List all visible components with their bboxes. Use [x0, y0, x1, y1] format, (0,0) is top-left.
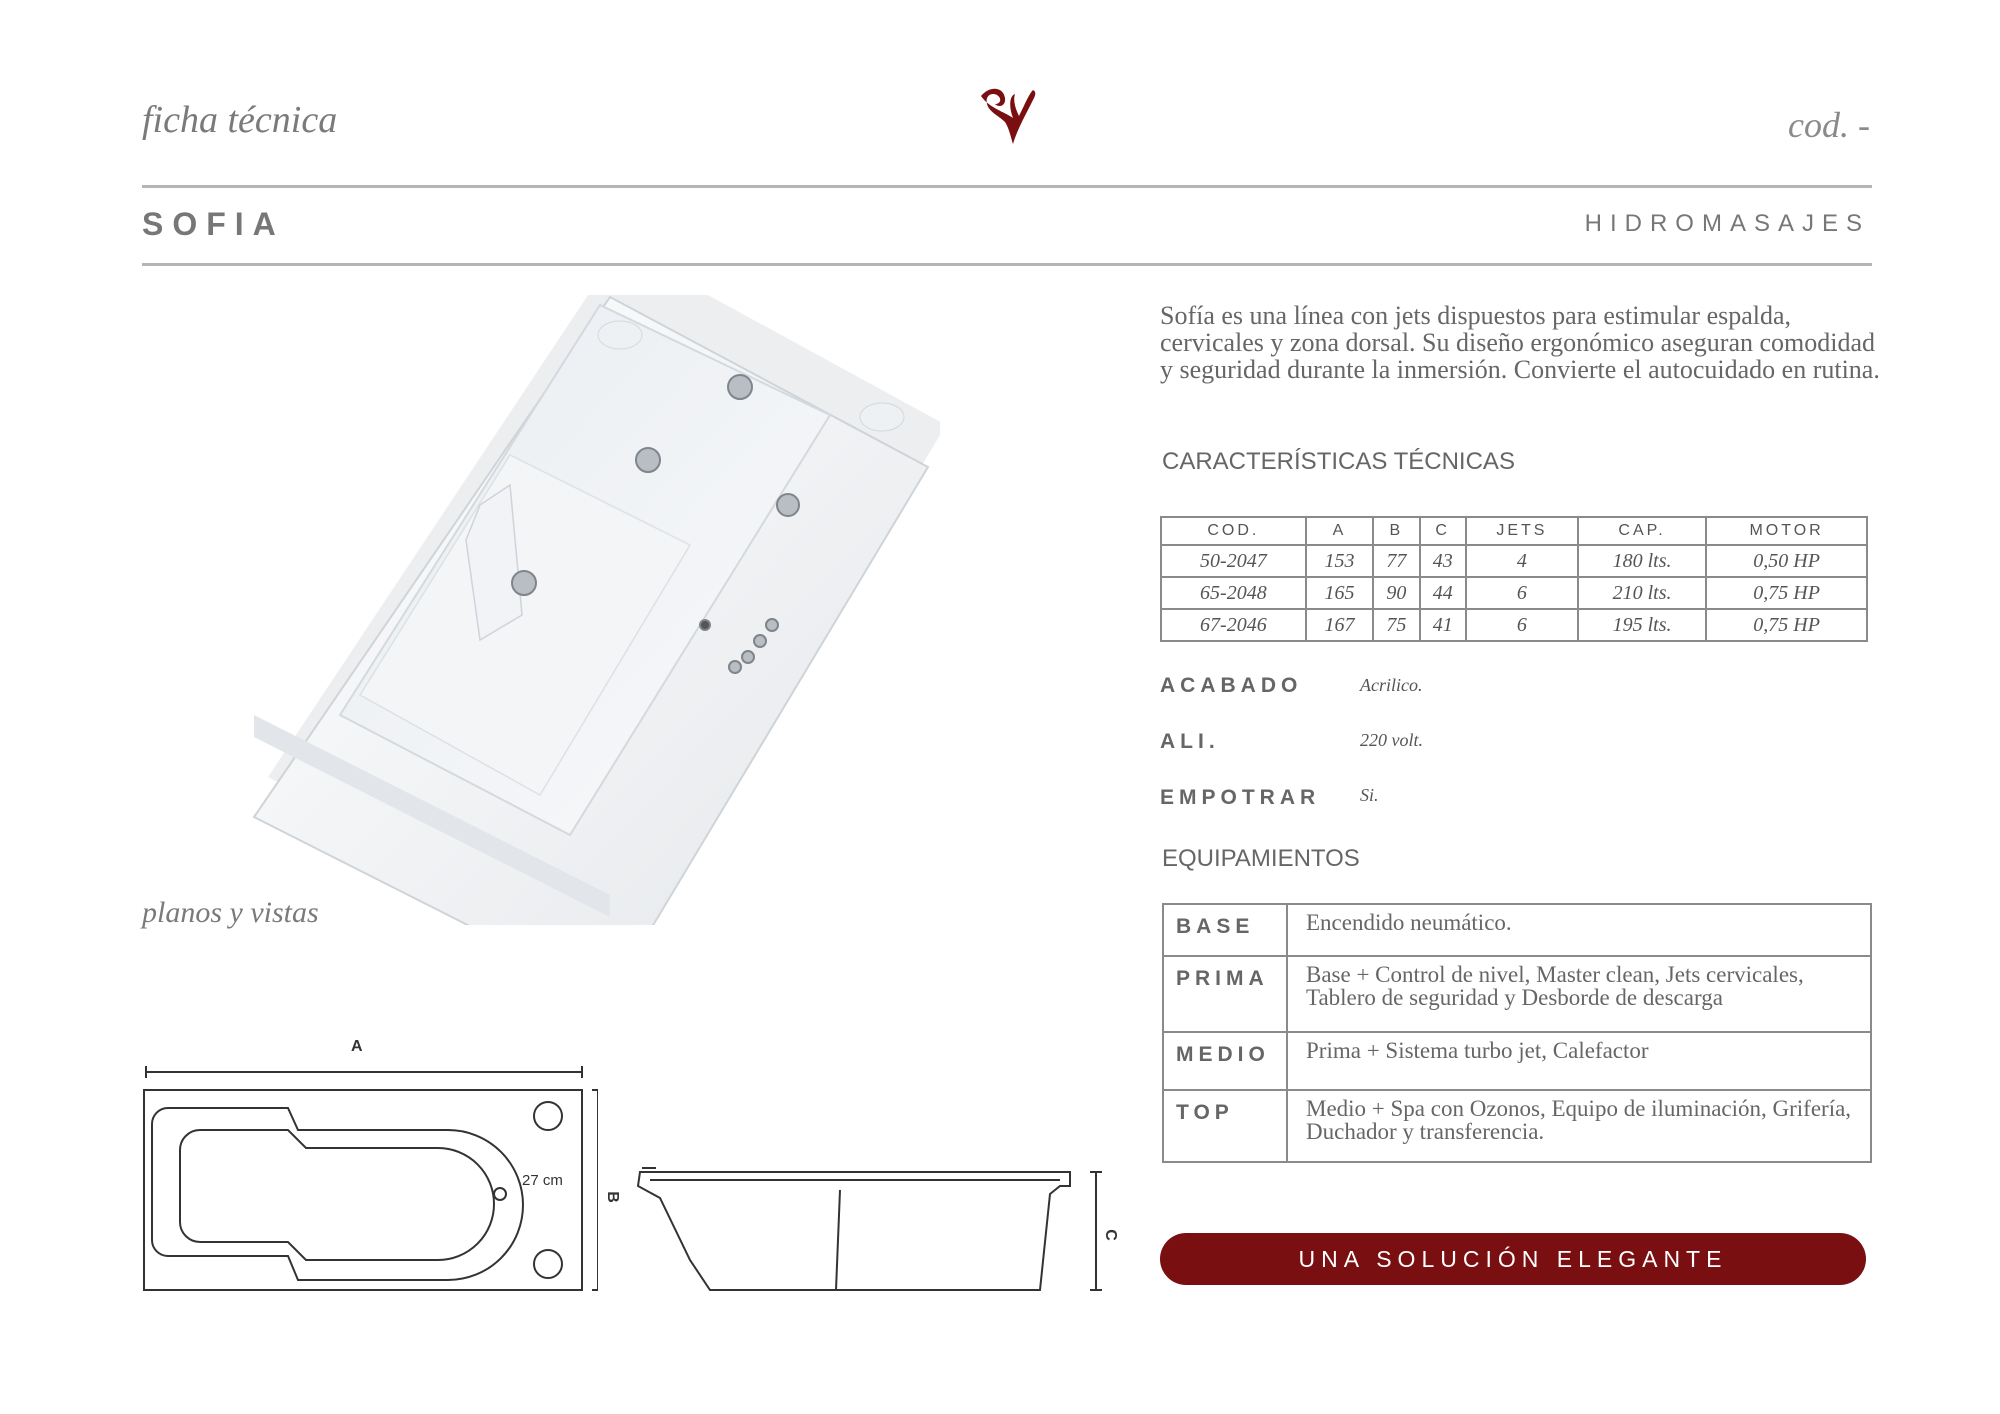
equipment-row-top: TOP Medio + Spa con Ozonos, Equipo de il… [1162, 1089, 1872, 1163]
table-cell: 0,75 HP [1705, 608, 1868, 642]
table-cell: 0,50 HP [1705, 544, 1868, 578]
ali-label: ALI. [1160, 730, 1220, 753]
table-cell: 4 [1464, 544, 1579, 578]
acabado-value: Acrilico. [1360, 675, 1423, 695]
table-cell: 44 [1418, 576, 1467, 610]
tech-section-title: CARACTERÍSTICAS TÉCNICAS [1162, 448, 1515, 475]
empotrar-value: Si. [1360, 785, 1379, 805]
acabado-label: ACABADO [1160, 674, 1303, 697]
brand-monogram-icon [981, 88, 1036, 144]
plan-side-view-drawing [636, 1167, 1102, 1291]
ali-value: 220 volt. [1360, 730, 1423, 750]
bathtub-product-photo [252, 295, 940, 925]
equipment-level-desc: Prima + Sistema turbo jet, Calefactor [1286, 1031, 1872, 1091]
equipment-section-title: EQUIPAMIENTOS [1162, 845, 1360, 872]
table-cell: 77 [1372, 544, 1421, 578]
equipment-table: BASE Encendido neumático. PRIMA Base + C… [1162, 903, 1872, 1163]
spec-table-header: COD. A B C JETS CAP. MOTOR [1160, 516, 1868, 546]
table-cell: 6 [1464, 576, 1579, 610]
table-cell: 65-2048 [1160, 576, 1307, 610]
equipment-row-medio: MEDIO Prima + Sistema turbo jet, Calefac… [1162, 1031, 1872, 1091]
empotrar-label: EMPOTRAR [1160, 786, 1321, 809]
plan-top-view-drawing [143, 1066, 598, 1291]
title-divider [142, 263, 1872, 266]
equipment-row-prima: PRIMA Base + Control de nivel, Master cl… [1162, 955, 1872, 1033]
table-cell: 153 [1304, 544, 1375, 578]
product-category: HIDROMASAJES [1584, 210, 1870, 237]
column-header: CAP. [1576, 516, 1708, 546]
table-row: 65-2048 165 90 44 6 210 lts. 0,75 HP [1160, 576, 1868, 610]
table-cell: 50-2047 [1160, 544, 1307, 578]
table-cell: 90 [1372, 576, 1421, 610]
table-cell: 167 [1304, 608, 1375, 642]
product-name: SOFIA [142, 206, 285, 242]
product-code-label: cod. - [1788, 105, 1870, 145]
table-cell: 165 [1304, 576, 1375, 610]
equipment-level-desc: Medio + Spa con Ozonos, Equipo de ilumin… [1286, 1089, 1872, 1163]
dimension-c-label: C [1101, 1229, 1119, 1241]
column-header: JETS [1464, 516, 1579, 546]
table-cell: 41 [1418, 608, 1467, 642]
column-header: B [1372, 516, 1421, 546]
equipment-level-desc: Encendido neumático. [1286, 903, 1872, 957]
table-cell: 75 [1372, 608, 1421, 642]
slogan-banner: UNA SOLUCIÓN ELEGANTE [1160, 1233, 1866, 1285]
dimension-27-label: 27 cm [522, 1172, 563, 1189]
dimension-b-label: B [603, 1191, 621, 1203]
table-cell: 67-2046 [1160, 608, 1307, 642]
dimension-a-label: A [351, 1038, 363, 1055]
equipment-level-name: BASE [1162, 903, 1288, 957]
plans-section-label: planos y vistas [142, 896, 319, 929]
header-divider [142, 185, 1872, 188]
column-header: A [1304, 516, 1375, 546]
table-cell: 180 lts. [1576, 544, 1708, 578]
equipment-row-base: BASE Encendido neumático. [1162, 903, 1872, 957]
table-row: 67-2046 167 75 41 6 195 lts. 0,75 HP [1160, 608, 1868, 642]
spec-table: COD. A B C JETS CAP. MOTOR 50-2047 153 7… [1160, 516, 1868, 642]
table-row: 50-2047 153 77 43 4 180 lts. 0,50 HP [1160, 544, 1868, 578]
table-cell: 195 lts. [1576, 608, 1708, 642]
equipment-level-name: TOP [1162, 1089, 1288, 1163]
equipment-level-name: MEDIO [1162, 1031, 1288, 1091]
sheet-type-label: ficha técnica [142, 99, 338, 141]
column-header: COD. [1160, 516, 1307, 546]
table-cell: 6 [1464, 608, 1579, 642]
table-cell: 43 [1418, 544, 1467, 578]
table-cell: 0,75 HP [1705, 576, 1868, 610]
product-description: Sofía es una línea con jets dispuestos p… [1160, 301, 1880, 384]
column-header: MOTOR [1705, 516, 1868, 546]
table-cell: 210 lts. [1576, 576, 1708, 610]
equipment-level-desc: Base + Control de nivel, Master clean, J… [1286, 955, 1872, 1033]
column-header: C [1418, 516, 1467, 546]
equipment-level-name: PRIMA [1162, 955, 1288, 1033]
